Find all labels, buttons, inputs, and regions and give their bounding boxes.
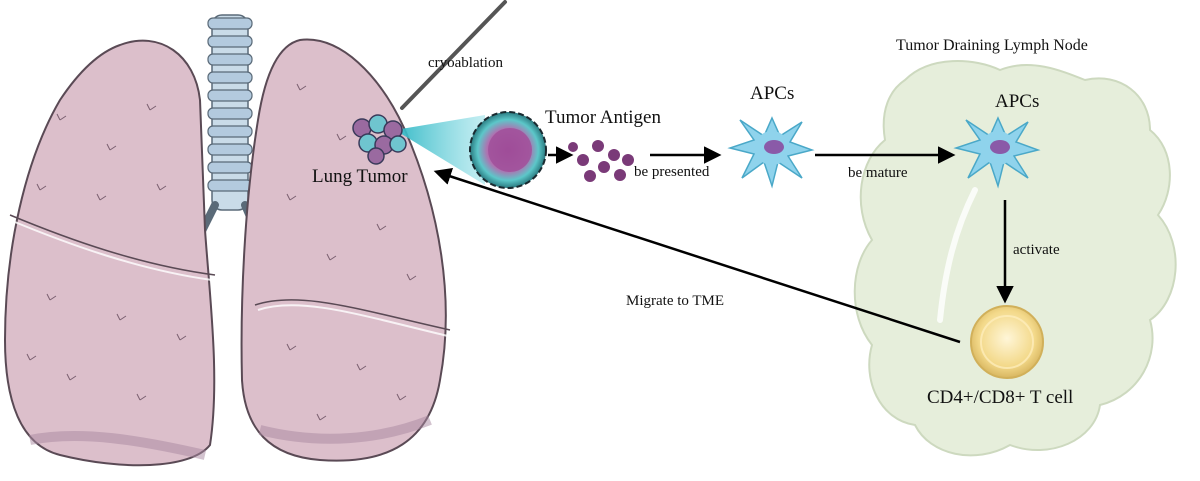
label-be-mature: be mature	[848, 165, 908, 181]
label-be-presented: be presented	[634, 164, 710, 180]
label-apcs-right: APCs	[995, 91, 1040, 112]
lymph-node-highlight	[937, 187, 978, 323]
ablated-tumor-cell	[469, 111, 547, 189]
label-activate: activate	[1013, 242, 1060, 258]
label-cryoablation: cryoablation	[428, 55, 503, 71]
label-lymph-node-title: Tumor Draining Lymph Node	[896, 37, 1088, 54]
label-lung-tumor: Lung Tumor	[312, 166, 408, 187]
label-migrate-to-tme: Migrate to TME	[626, 293, 725, 309]
lung-tumor	[352, 114, 407, 165]
tumor-antigen	[568, 140, 634, 182]
lymph-node	[853, 60, 1177, 457]
apc-cell-right	[953, 116, 1041, 189]
label-t-cell: CD4+/CD8+ T cell	[927, 387, 1074, 408]
cryo-needle	[400, 0, 507, 110]
right-lung	[240, 38, 447, 462]
label-tumor-antigen: Tumor Antigen	[545, 107, 661, 128]
lung-texture	[26, 83, 417, 421]
left-lung	[3, 39, 216, 467]
ablation-beam	[395, 115, 485, 185]
arrow-migrate-to-tme	[433, 168, 961, 344]
apc-cell-left	[727, 116, 815, 189]
label-apcs-left: APCs	[750, 83, 795, 104]
t-cell	[970, 305, 1044, 379]
